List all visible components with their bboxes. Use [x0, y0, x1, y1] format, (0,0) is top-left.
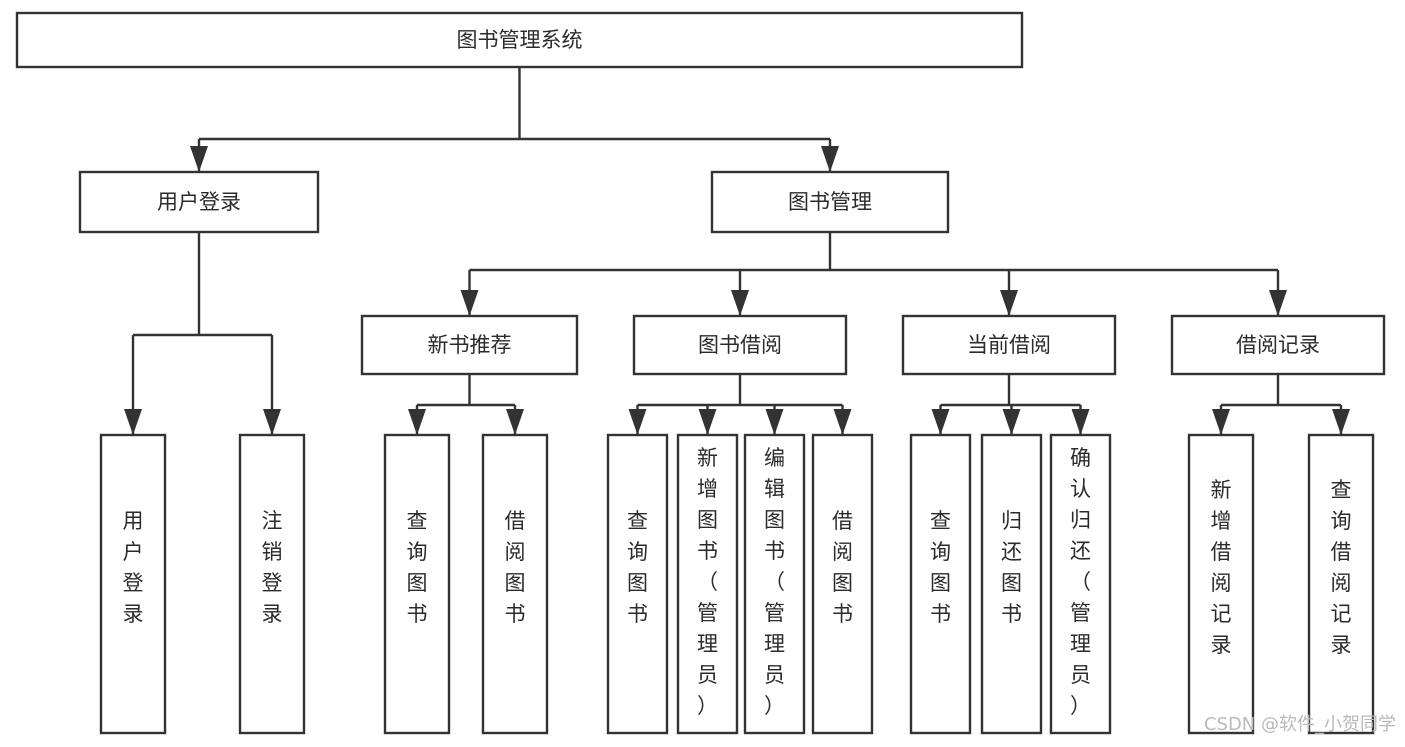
arrow-head-icon-book-borrow: [731, 290, 749, 316]
node-label-leaf-user-login: 用户登录: [123, 509, 144, 626]
node-label-leaf-edit-book: 编辑图书（管理员）: [764, 446, 785, 718]
arrow-head-icon-leaf-query-record: [1332, 409, 1350, 435]
node-label-new-book-rec: 新书推荐: [428, 333, 512, 357]
node-leaf-logout[interactable]: 注销登录: [238, 433, 306, 735]
node-label-user-login: 用户登录: [157, 190, 241, 214]
node-label-leaf-confirm-return: 确认归还（管理员）: [1070, 446, 1091, 718]
node-box-book-manage: [710, 170, 950, 234]
node-box-user-login: [78, 170, 320, 234]
node-label-current-borrow: 当前借阅: [967, 333, 1051, 357]
connector-layer: [124, 67, 1350, 435]
node-label-leaf-query-record: 查询借阅记录: [1331, 478, 1352, 657]
node-label-root: 图书管理系统: [457, 28, 583, 52]
node-box-leaf-borrow-book-rec: [481, 433, 549, 735]
arrow-head-icon-leaf-return-book: [1002, 409, 1021, 435]
node-box-leaf-user-login: [99, 433, 167, 735]
node-label-leaf-query-book-bb: 查询图书: [627, 509, 648, 626]
node-leaf-query-record[interactable]: 查询借阅记录: [1307, 433, 1375, 735]
node-leaf-query-book-rec[interactable]: 查询图书: [383, 433, 451, 735]
arrow-head-icon-leaf-query-book-rec: [408, 409, 426, 435]
node-box-leaf-confirm-return: [1049, 433, 1112, 735]
arrow-head-icon-leaf-query-book-cb: [931, 409, 950, 435]
node-box-leaf-return-book: [980, 433, 1043, 735]
node-box-leaf-borrow-book-bb: [811, 433, 874, 735]
node-leaf-user-login[interactable]: 用户登录: [99, 433, 167, 735]
node-leaf-borrow-book-bb[interactable]: 借阅图书: [811, 433, 874, 735]
watermark-label: CSDN @软件_小贺同学: [1204, 714, 1396, 735]
node-box-leaf-query-record: [1307, 433, 1375, 735]
node-leaf-query-book-cb[interactable]: 查询图书: [909, 433, 972, 735]
arrow-head-icon-leaf-user-login: [124, 409, 142, 435]
node-box-leaf-query-book-cb: [909, 433, 972, 735]
node-current-borrow[interactable]: 当前借阅: [901, 314, 1117, 376]
node-box-book-borrow: [632, 314, 848, 376]
arrow-head-icon-leaf-confirm-return: [1071, 409, 1090, 435]
arrow-head-icon-leaf-add-record: [1212, 409, 1230, 435]
arrow-head-icon-leaf-borrow-book-rec: [506, 409, 524, 435]
node-layer: 图书管理系统用户登录图书管理新书推荐图书借阅当前借阅借阅记录用户登录注销登录查询…: [15, 11, 1386, 735]
node-box-leaf-edit-book: [743, 433, 806, 735]
node-box-root: [15, 11, 1024, 69]
node-label-borrow-record: 借阅记录: [1236, 333, 1320, 357]
arrow-head-icon-leaf-edit-book: [765, 409, 784, 435]
arrow-head-icon-borrow-record: [1269, 290, 1287, 316]
node-label-book-manage: 图书管理: [788, 190, 872, 214]
node-box-leaf-add-book: [676, 433, 739, 735]
arrow-head-icon-current-borrow: [1000, 290, 1018, 316]
node-label-leaf-borrow-book-bb: 借阅图书: [832, 509, 853, 626]
node-root[interactable]: 图书管理系统: [15, 11, 1024, 69]
node-box-leaf-query-book-bb: [606, 433, 669, 735]
node-box-new-book-rec: [360, 314, 579, 376]
arrow-head-icon-new-book-rec: [460, 290, 479, 316]
node-leaf-edit-book[interactable]: 编辑图书（管理员）: [743, 433, 806, 735]
node-label-leaf-add-record: 新增借阅记录: [1211, 478, 1232, 657]
node-leaf-query-book-bb[interactable]: 查询图书: [606, 433, 669, 735]
node-box-current-borrow: [901, 314, 1117, 376]
arrow-head-icon-user-login: [190, 146, 208, 172]
node-box-leaf-query-book-rec: [383, 433, 451, 735]
node-label-leaf-borrow-book-rec: 借阅图书: [505, 509, 526, 626]
arrow-head-icon-book-manage: [821, 146, 839, 172]
node-box-leaf-add-record: [1187, 433, 1255, 735]
node-box-borrow-record: [1170, 314, 1386, 376]
node-book-manage[interactable]: 图书管理: [710, 170, 950, 234]
node-label-leaf-return-book: 归还图书: [1001, 509, 1022, 626]
node-label-leaf-query-book-rec: 查询图书: [407, 509, 428, 626]
node-label-leaf-logout: 注销登录: [262, 509, 283, 626]
node-leaf-add-record[interactable]: 新增借阅记录: [1187, 433, 1255, 735]
node-label-leaf-query-book-cb: 查询图书: [930, 509, 951, 626]
node-leaf-add-book[interactable]: 新增图书（管理员）: [676, 433, 739, 735]
node-label-book-borrow: 图书借阅: [698, 333, 782, 357]
node-book-borrow[interactable]: 图书借阅: [632, 314, 848, 376]
node-user-login[interactable]: 用户登录: [78, 170, 320, 234]
arrow-head-icon-leaf-logout: [263, 409, 281, 435]
arrow-head-icon-leaf-borrow-book-bb: [833, 409, 852, 435]
node-leaf-borrow-book-rec[interactable]: 借阅图书: [481, 433, 549, 735]
node-leaf-return-book[interactable]: 归还图书: [980, 433, 1043, 735]
arrow-head-icon-leaf-add-book: [698, 409, 717, 435]
node-borrow-record[interactable]: 借阅记录: [1170, 314, 1386, 376]
node-label-leaf-add-book: 新增图书（管理员）: [697, 446, 718, 718]
node-leaf-confirm-return[interactable]: 确认归还（管理员）: [1049, 433, 1112, 735]
node-new-book-rec[interactable]: 新书推荐: [360, 314, 579, 376]
node-box-leaf-logout: [238, 433, 306, 735]
arrow-head-icon-leaf-query-book-bb: [628, 409, 647, 435]
